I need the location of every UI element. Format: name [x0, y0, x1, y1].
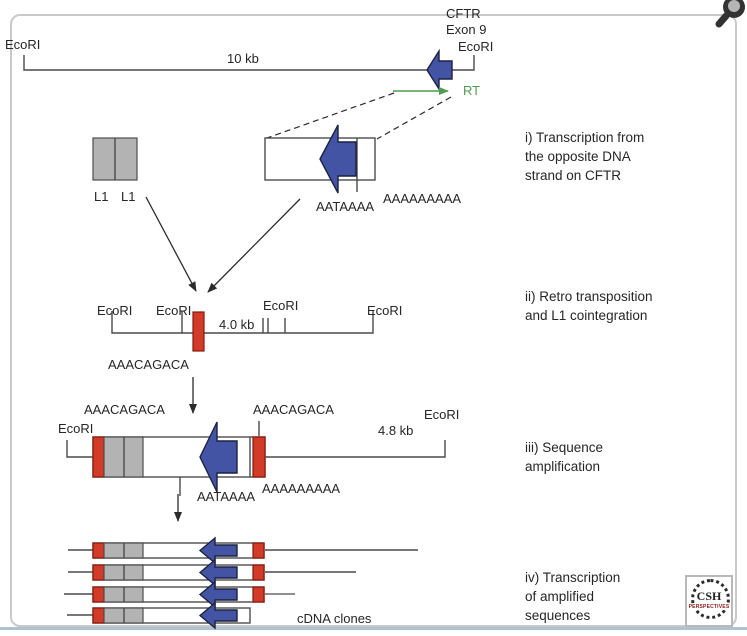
cdna-clone-row-1	[68, 536, 418, 565]
exon9-arrow-icon	[426, 48, 453, 92]
l1-integration-arrow	[145, 196, 197, 292]
step-i-caption-line3: strand on CFTR	[525, 168, 622, 183]
ecori-label-ii-4: EcoRI	[367, 303, 403, 318]
dashed-projection-left	[266, 92, 395, 139]
cdna-clone-row-2	[68, 558, 356, 587]
step-iv-caption: iv) Transcription of amplified sequences	[525, 568, 620, 625]
zoom-icon[interactable]	[715, 0, 745, 28]
ecori-label-iii-left: EcoRI	[58, 421, 94, 436]
aataaaa-label-iii: AATAAAA	[197, 489, 256, 504]
repeat-label-iii-right: AAACAGACA	[253, 402, 334, 417]
scale-48kb-label: 4.8 kb	[378, 423, 414, 438]
bottom-divider	[0, 627, 747, 630]
aataaaa-label-i: AATAAAA	[316, 199, 375, 214]
exon-label: Exon 9	[446, 22, 487, 37]
logo-persp-text: PERSPECTIVES	[688, 604, 730, 610]
step-ii-caption-line1: ii) Retro transposition	[525, 289, 653, 304]
scale-40kb-label: 4.0 kb	[219, 317, 255, 332]
figure-border	[10, 14, 737, 627]
step-iii-caption-line1: iii) Sequence	[525, 440, 604, 455]
amplicon-left-line	[66, 440, 93, 458]
cdna-clone-row-3	[64, 580, 295, 609]
dashed-projection-right	[376, 96, 452, 140]
scale-10kb-label: 10 kb	[227, 51, 259, 66]
step-ii-caption-line2: and L1 cointegration	[525, 308, 648, 323]
step-iv-caption-line1: iv) Transcription	[525, 570, 621, 585]
polya-label-i: AAAAAAAAA	[383, 191, 462, 206]
amplicon-right-repeat	[252, 436, 266, 478]
step-iii-caption-line2: amplification	[525, 459, 601, 474]
step-i-caption-line1: i) Transcription from	[525, 130, 645, 145]
polya-label-iii: AAAAAAAAA	[262, 481, 341, 496]
integration-map-line	[111, 311, 374, 334]
dna-ring-icon	[691, 579, 730, 619]
ecori-label-ii-1: EcoRI	[97, 303, 133, 318]
step-iv-caption-line2: of amplified	[525, 589, 595, 604]
rt-label: RT	[463, 83, 481, 98]
transcript-exon-arrow-icon	[319, 124, 357, 194]
amplicon-exon-arrow-icon	[199, 421, 238, 493]
l1-label-right: L1	[121, 189, 136, 204]
genomic-map-line	[23, 55, 475, 71]
inserted-repeat-box	[192, 311, 205, 352]
logo-csh-text: CSH	[696, 589, 722, 603]
ecori-label-ii-2: EcoRI	[156, 303, 192, 318]
l1-label-left: L1	[94, 189, 109, 204]
cdna-clone-row-4	[67, 601, 251, 630]
amplicon-left-repeat	[92, 436, 105, 478]
ecori-label-iii-right: EcoRI	[424, 407, 460, 422]
ecori-label-ii-3: EcoRI	[263, 298, 299, 313]
step-iii-caption: iii) Sequence amplification	[525, 438, 603, 476]
step-iv-caption-line3: sequences	[525, 608, 591, 623]
gene-label: CFTR	[446, 6, 481, 21]
repeat-label-ii: AAACAGACA	[108, 357, 189, 372]
repeat-label-iii-left: AAACAGACA	[84, 402, 165, 417]
csh-perspectives-logo: CSH PERSPECTIVES	[685, 575, 733, 627]
transcript-integration-arrow	[207, 198, 301, 293]
amplicon-right-line	[265, 440, 446, 458]
step-ii-caption: ii) Retro transposition and L1 cointegra…	[525, 287, 653, 325]
ecori-label-top-left: EcoRI	[5, 37, 41, 52]
cdna-clones-label: cDNA clones	[297, 611, 372, 626]
ecori-label-top-right: EcoRI	[458, 39, 494, 54]
step-i-caption-line2: the opposite DNA	[525, 149, 631, 164]
step-i-caption: i) Transcription from the opposite DNA s…	[525, 128, 644, 185]
